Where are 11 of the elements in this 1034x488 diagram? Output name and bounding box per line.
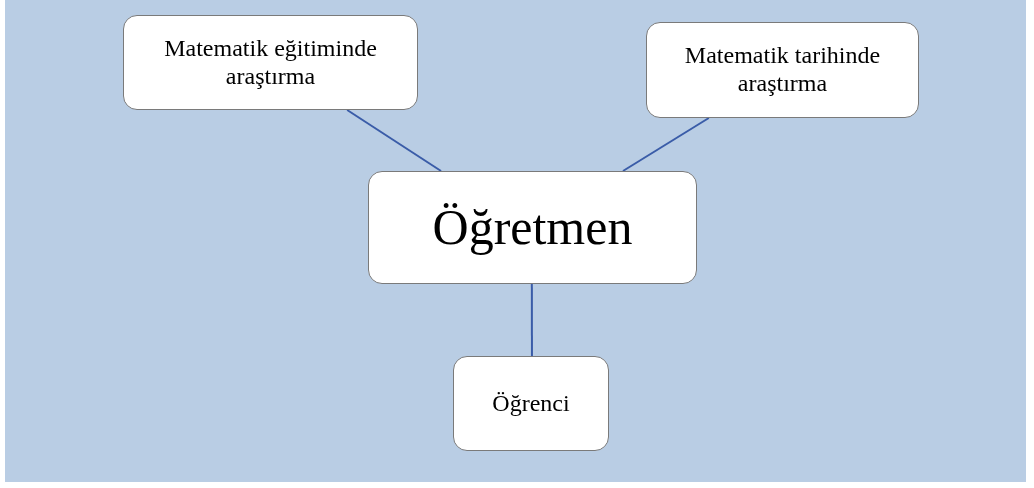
connector-line xyxy=(530,283,533,357)
node-label: Matematik eğitiminde araştırma xyxy=(163,34,378,91)
connector-line xyxy=(622,117,710,172)
node-label: Matematik tarihinde araştırma xyxy=(683,42,882,98)
node-label: Öğrenci xyxy=(492,389,570,418)
node-label: Öğretmen xyxy=(432,198,633,257)
text-box xyxy=(646,22,919,118)
text-box xyxy=(453,356,609,451)
text-box xyxy=(368,171,697,284)
text-box xyxy=(123,15,418,110)
connector-line xyxy=(346,109,443,172)
